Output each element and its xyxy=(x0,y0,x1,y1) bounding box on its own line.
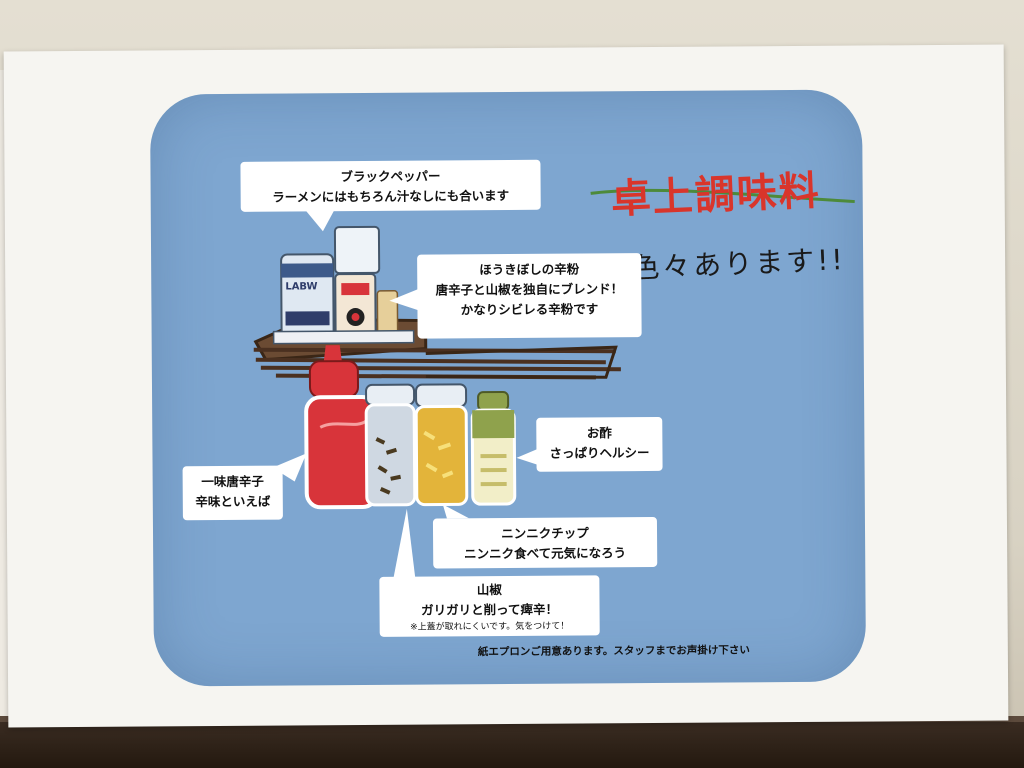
bubble-garlic: ニンニクチップ ニンニク食べて元気になろう xyxy=(432,516,658,569)
black-pepper-name: ブラックペッパー xyxy=(340,168,441,185)
bubble-black-pepper: ブラックペッパー ラーメンにはもちろん汁なしにも合います xyxy=(240,159,541,212)
garlic-desc: ニンニク食べて元気になろう xyxy=(464,545,627,562)
sansho-name: 山椒 xyxy=(476,582,502,598)
ichimi-bottle xyxy=(304,345,379,510)
bubble-tails xyxy=(272,209,541,579)
black-pepper-jar xyxy=(280,253,335,338)
wooden-ledge xyxy=(0,722,1024,768)
ichimi-name: 一味唐辛子 xyxy=(201,473,264,490)
sansho-note: ※上蓋が取れにくいです。気をつけて！ xyxy=(410,621,570,633)
vinegar-name: お酢 xyxy=(586,425,612,441)
houkiboshi-desc-1: 唐辛子と山椒を独自にブレンド！ xyxy=(435,281,624,298)
black-pepper-desc: ラーメンにはもちろん汁なしにも合います xyxy=(272,187,510,205)
bubble-sansho: 山椒 ガリガリと削って痺辛！ ※上蓋が取れにくいです。気をつけて！ xyxy=(379,575,600,637)
sansho-desc: ガリガリと削って痺辛！ xyxy=(421,601,559,618)
ichimi-desc: 辛味といえば xyxy=(195,493,271,510)
jar-label: LABW xyxy=(285,281,318,293)
condiment-illustration xyxy=(253,188,855,579)
poster-paper: LABW 卓上調味料 色々あります!! ブラックペッパー ラーメンにはもちろん汁… xyxy=(3,44,1009,728)
bubble-ichimi: 一味唐辛子 辛味といえば xyxy=(182,465,283,521)
bubble-houkiboshi: ほうきぼしの辛粉 唐辛子と山椒を独自にブレンド！ かなりシビレる辛粉です xyxy=(417,253,642,339)
title-swash xyxy=(590,188,855,204)
bubble-vinegar: お酢 さっぱりヘルシー xyxy=(536,416,663,472)
vinegar-bottle xyxy=(470,391,517,506)
vinegar-desc: さっぱりヘルシー xyxy=(549,445,650,461)
poster-subtitle: 色々あります!! xyxy=(630,242,847,285)
houkiboshi-desc-2: かなりシビレる辛粉です xyxy=(460,301,599,318)
poster-title: 卓上調味料 xyxy=(609,167,822,223)
apron-notice: 紙エプロンご用意あります。スタッフまでお声掛け下さい xyxy=(477,644,750,659)
garlic-name: ニンニクチップ xyxy=(501,525,589,542)
tray xyxy=(272,329,415,345)
houkiboshi-name: ほうきぼしの辛粉 xyxy=(479,261,580,278)
sansho-grinder xyxy=(364,383,417,507)
garlic-chip-jar xyxy=(414,383,469,507)
houkiboshi-jar xyxy=(333,225,399,338)
